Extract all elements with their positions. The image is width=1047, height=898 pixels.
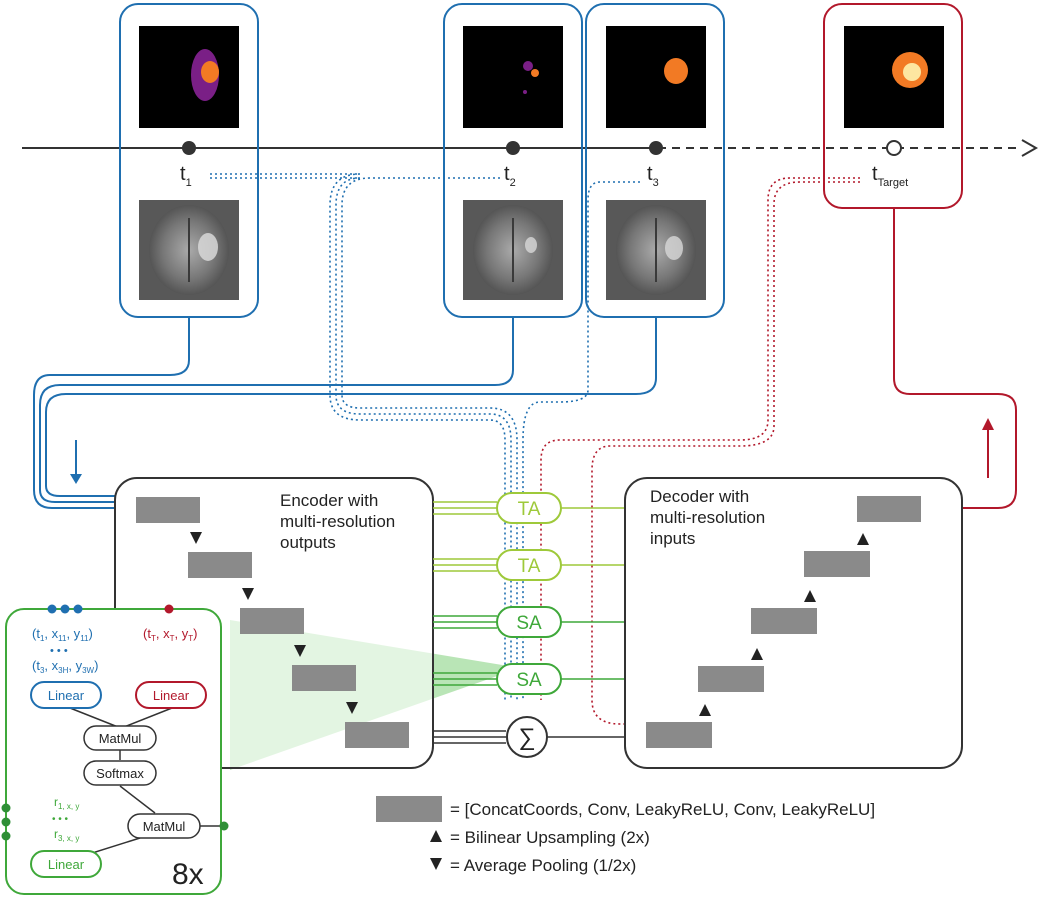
output-dot	[219, 821, 229, 831]
segmentation-target	[844, 26, 944, 128]
decoder-output-line	[893, 208, 1017, 509]
matmul-bottom-label: MatMul	[143, 819, 186, 834]
r-ellipsis: • • •	[52, 814, 69, 825]
target-dot	[164, 604, 174, 614]
linear-blue-label: Linear	[48, 688, 85, 703]
linear-blue-box	[30, 681, 102, 709]
decoder-block-5	[857, 496, 921, 522]
legend-down-icon	[430, 858, 442, 870]
svg-text:∑: ∑	[518, 724, 535, 751]
softmax-box	[83, 760, 157, 786]
value-dots	[1, 803, 11, 841]
attention-node-ta-1: TA	[496, 492, 562, 524]
decoder-title-3: inputs	[650, 529, 695, 548]
mri-t2	[463, 200, 563, 300]
mri-t3	[606, 200, 706, 300]
timepoint-t1	[182, 141, 196, 155]
segmentation-t3	[606, 26, 706, 128]
label-t1: t1	[180, 163, 192, 189]
svg-text:SA: SA	[516, 670, 542, 691]
decoder-block-4	[804, 551, 870, 577]
r-last: r3, x, y	[54, 827, 79, 843]
encoder-downsample-arrows	[190, 532, 358, 714]
linear-green-box	[30, 850, 102, 878]
decoder-title-2: multi-resolution	[650, 508, 765, 527]
legend-block-text: = [ConcatCoords, Conv, LeakyReLU, Conv, …	[450, 800, 875, 819]
matmul-top-label: MatMul	[99, 731, 142, 746]
attention-node-sa-2: SA	[496, 663, 562, 695]
encoder-title-1: Encoder with	[280, 491, 378, 510]
time-query-connectors	[210, 173, 640, 700]
query-dots	[47, 604, 83, 614]
decoder-upsample-arrows	[699, 533, 869, 716]
legend: = [ConcatCoords, Conv, LeakyReLU, Conv, …	[376, 796, 875, 875]
linear-red-box	[135, 681, 207, 709]
encoder-block-4	[292, 665, 356, 691]
encoder-title-3: outputs	[280, 533, 336, 552]
label-target: tTarget	[872, 163, 908, 189]
sum-node: ∑	[506, 716, 548, 758]
encoder-output-lines	[433, 501, 506, 744]
encoder-block-5	[345, 722, 409, 748]
legend-up-icon	[430, 830, 442, 842]
decoder-title-1: Decoder with	[650, 487, 749, 506]
svg-text:TA: TA	[518, 556, 541, 577]
decoder-block-3	[751, 608, 817, 634]
r-first: r1, x, y	[54, 795, 79, 811]
softmax-label: Softmax	[96, 766, 144, 781]
linear-green-label: Linear	[48, 857, 85, 872]
legend-up-text: = Bilinear Upsampling (2x)	[450, 828, 650, 847]
timepoint-t2	[506, 141, 520, 155]
svg-text:SA: SA	[516, 613, 542, 634]
attention-node-ta-2: TA	[496, 549, 562, 581]
target-query-connectors	[540, 177, 860, 725]
decoder-output-arrowhead	[982, 418, 994, 430]
encoder-block-2	[188, 552, 252, 578]
decoder-block-2	[698, 666, 764, 692]
decoder-blocks	[646, 496, 921, 748]
decoder-input-lines	[547, 507, 625, 738]
timeline-arrowhead	[1021, 139, 1039, 157]
legend-down-text: = Average Pooling (1/2x)	[450, 856, 636, 875]
timepoint-target	[886, 140, 902, 156]
matmul-bottom-box	[127, 813, 201, 839]
linear-red-label: Linear	[153, 688, 190, 703]
segmentation-t2	[463, 26, 563, 128]
legend-block-swatch	[376, 796, 442, 822]
target-query: (tT, xT, yT)	[143, 626, 197, 643]
repeat-label: 8x	[172, 858, 204, 891]
timepoint-t3	[649, 141, 663, 155]
encoder-input-lines	[33, 317, 657, 509]
query-ellipsis: • • •	[50, 645, 68, 657]
attention-node-sa-1: SA	[496, 606, 562, 638]
segmentation-t1	[139, 26, 239, 128]
label-t3: t3	[647, 163, 659, 189]
encoder-block-1	[136, 497, 200, 523]
matmul-top-box	[83, 725, 157, 751]
query-last: (t3, x3H, y3W)	[32, 658, 98, 675]
encoder-block-3	[240, 608, 304, 634]
mri-t1	[139, 200, 239, 300]
decoder-block-1	[646, 722, 712, 748]
svg-text:TA: TA	[518, 499, 541, 520]
encoder-input-arrowhead	[70, 474, 82, 484]
label-t2: t2	[504, 163, 516, 189]
query-first: (t1, x11, y11)	[32, 626, 93, 643]
encoder-blocks	[136, 497, 409, 748]
encoder-title-2: multi-resolution	[280, 512, 395, 531]
